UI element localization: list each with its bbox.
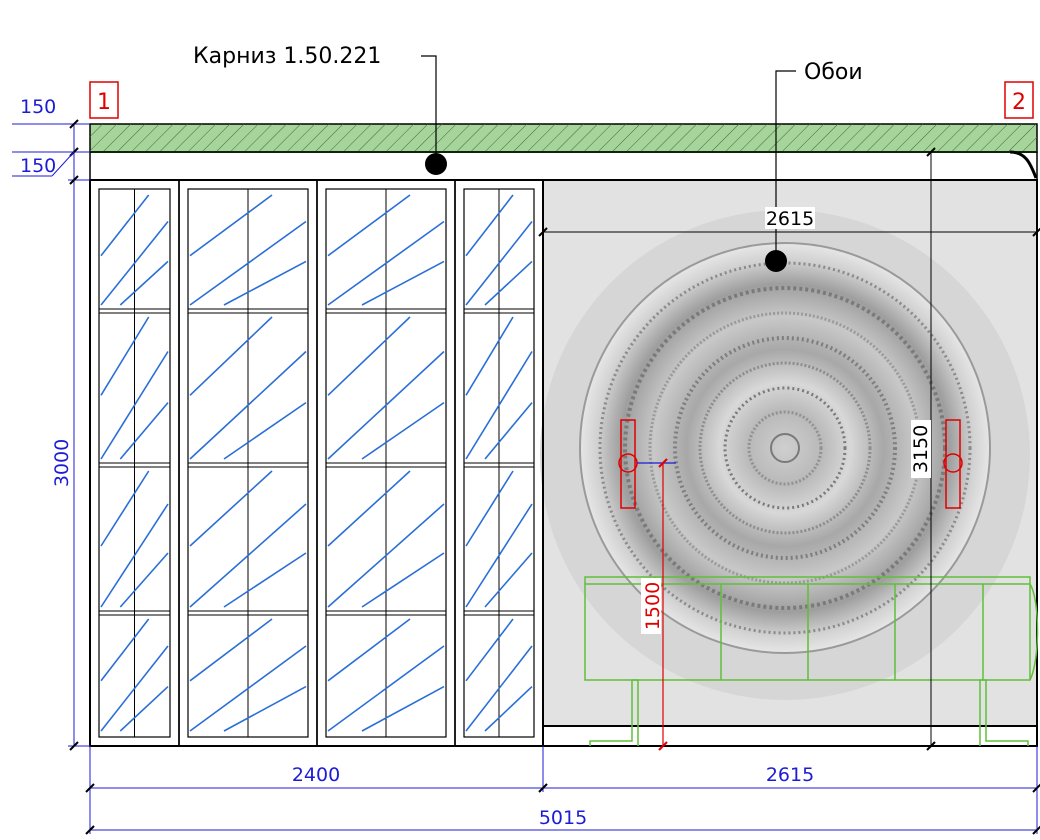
dim-bottom-stack xyxy=(85,746,1040,835)
dim-wallpaper-width: 2615 xyxy=(538,207,1040,237)
door-leaf xyxy=(89,179,180,747)
wallpaper-callout-dot xyxy=(765,250,787,272)
glass-doors xyxy=(89,179,544,747)
dim-total-height-label: 3150 xyxy=(910,425,932,473)
dim-wallpaper-width-label: 2615 xyxy=(766,208,814,230)
door-leaf xyxy=(178,179,318,747)
dim-left-stack xyxy=(12,119,90,751)
cornice-callout-dot xyxy=(425,153,447,175)
dim-top-band-label: 150 xyxy=(20,96,56,118)
dim-sconce-height-label: 1500 xyxy=(642,582,664,630)
plinth xyxy=(542,725,1038,747)
dim-total-height: 3150 xyxy=(910,147,936,751)
wallpaper-panel xyxy=(540,180,1037,726)
section-mark-2: 2 xyxy=(1004,81,1034,119)
sconce-right xyxy=(943,419,963,509)
cornice-label: Карниз 1.50.221 xyxy=(193,44,381,69)
dim-right-width-label: 2615 xyxy=(766,764,814,786)
dim-gap-band-label: 150 xyxy=(20,155,56,177)
dim-sconce-height: 1500 xyxy=(637,458,676,751)
wallpaper-callout: Обои xyxy=(765,60,863,272)
wallpaper-label: Обои xyxy=(804,60,863,85)
door-leaf xyxy=(316,179,456,747)
cornice-band xyxy=(89,123,1038,181)
section-mark-1: 1 xyxy=(89,81,119,119)
section-mark-2-label: 2 xyxy=(1012,90,1026,115)
cornice-callout: Карниз 1.50.221 xyxy=(193,44,447,175)
door-leaf xyxy=(454,179,544,747)
dim-left-width-label: 2400 xyxy=(292,764,340,786)
dim-wall-height-label: 3000 xyxy=(51,439,73,487)
dim-total-width-label: 5015 xyxy=(539,807,587,829)
section-mark-1-label: 1 xyxy=(97,90,111,115)
